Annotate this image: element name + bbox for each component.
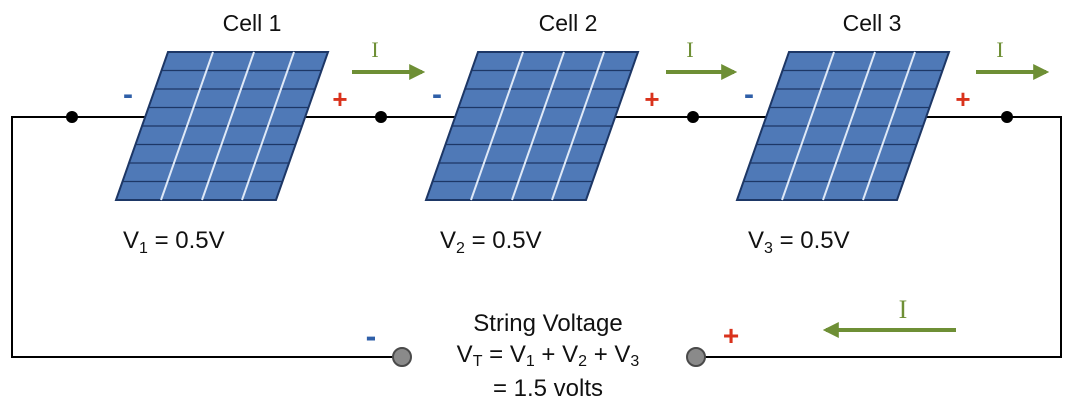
cell-label: Cell 3 [843,10,902,36]
string-voltage-result: = 1.5 volts [493,375,603,402]
junction-nodes [66,111,1013,123]
node-dot [375,111,387,123]
negative-terminal-sign: - [744,78,754,111]
panel-busbars [160,51,295,201]
node-dot [687,111,699,123]
string-positive-sign: + [723,320,739,351]
panel-grid [432,69,632,183]
current-label: I [371,37,378,62]
current-label: I [899,295,908,324]
current-indicator: I [976,37,1050,80]
string-negative-sign: - [366,318,377,354]
panel-busbars [781,51,916,201]
return-wire-left [11,116,402,358]
cell-voltage: V1 = 0.5V [123,227,225,257]
solar-cell-3 [735,51,951,201]
solar-cell-2 [424,51,640,201]
return-current-indicator: I [822,295,956,338]
panel-grid [122,69,322,183]
cell-label: Cell 1 [223,10,282,36]
negative-terminal-sign: - [432,78,442,111]
current-indicator: I [352,37,426,80]
positive-terminal-sign: + [332,84,347,114]
string-negative-terminal [392,347,412,367]
panel-grid [743,69,943,183]
cell-label: Cell 2 [539,10,598,36]
solar-panel-icon [424,51,640,201]
panel-busbars [470,51,605,201]
positive-terminal-sign: + [955,84,970,114]
string-voltage-equation: VT = V1 + V2 + V3 [457,341,640,370]
cell-voltage: V2 = 0.5V [440,227,542,257]
current-label: I [996,37,1003,62]
current-indicator: I [666,37,738,80]
string-voltage-title: String Voltage [473,310,622,337]
negative-terminal-sign: - [123,78,133,111]
return-wire-right [696,116,1062,358]
current-label: I [686,37,693,62]
string-positive-terminal [686,347,706,367]
positive-terminal-sign: + [644,84,659,114]
node-dot [1001,111,1013,123]
cell-voltage: V3 = 0.5V [748,227,850,257]
solar-cell-1 [114,51,330,201]
solar-panel-icon [735,51,951,201]
node-dot [66,111,78,123]
solar-panel-icon [114,51,330,201]
